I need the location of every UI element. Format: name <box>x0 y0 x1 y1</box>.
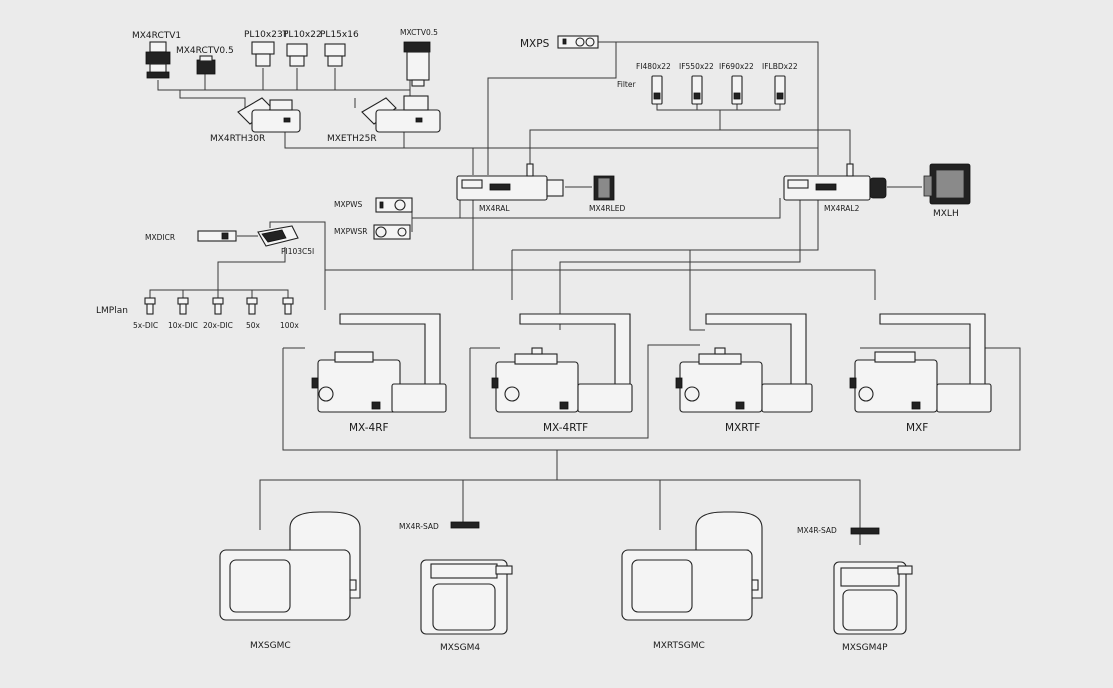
eyepiece-pl15x16 <box>324 43 346 67</box>
label-filter-3: IF690x22 <box>719 62 754 71</box>
mx4rctv1-camera-adapter <box>145 41 171 79</box>
label-filter-4: IFLBDx22 <box>762 62 798 71</box>
mxps-power-supply <box>557 35 599 49</box>
microscope-mxf <box>849 313 992 413</box>
label-mxsgm4p: MXSGM4P <box>842 643 888 653</box>
mx4rctv05-camera-adapter <box>196 55 216 75</box>
stage-mxrtsgmc <box>621 511 763 621</box>
label-mx4ral2: MX4RAL2 <box>824 204 860 213</box>
stage-mxsgm4p <box>833 527 913 635</box>
label-pl15x16: PL15x16 <box>320 30 359 40</box>
label-mxeth25r: MXETH25R <box>327 134 377 144</box>
microscope-mx-4rtf <box>491 313 633 413</box>
label-filter-2: IF550x22 <box>679 62 714 71</box>
label-mxps: MXPS <box>520 38 550 50</box>
label-mxsgm4: MXSGM4 <box>440 643 480 653</box>
label-mxrtf: MXRTF <box>725 422 760 434</box>
microscope-mx-4rf <box>311 313 447 413</box>
label-mx4rctv05: MX4RCTV0.5 <box>176 46 234 56</box>
connector-lines <box>149 41 1021 545</box>
label-mxrtsgmc: MXRTSGMC <box>653 641 705 651</box>
label-mxctv05: MXCTV0.5 <box>400 28 438 37</box>
eyepiece-pl10x22 <box>286 43 308 67</box>
label-filter: Filter <box>617 80 636 89</box>
stage-mxsgm4 <box>420 521 513 635</box>
label-mxpwsr: MXPWSR <box>334 227 368 236</box>
label-mx4ral: MX4RAL <box>479 204 510 213</box>
label-mx4rth30r: MX4RTH30R <box>210 134 265 144</box>
filter-sliders <box>651 75 786 105</box>
illuminator-mx4ral2 <box>783 163 887 201</box>
head-mx4rth30r <box>237 97 301 133</box>
illuminator-mx4ral <box>456 163 564 201</box>
label-mx-4rf: MX-4RF <box>349 422 389 434</box>
label-mxpws: MXPWS <box>334 200 363 209</box>
power-supply-mxpws <box>375 197 413 213</box>
label-objective-10x: 10x-DIC <box>168 321 198 330</box>
eyepiece-pl10x23t <box>251 41 275 67</box>
label-mx4rled: MX4RLED <box>589 204 626 213</box>
label-objective-20x: 20x-DIC <box>203 321 233 330</box>
lamphouse-mxlh <box>923 163 971 205</box>
label-mxf: MXF <box>906 422 928 434</box>
objective-lenses <box>144 297 294 315</box>
power-supply-mxpwsr <box>373 224 411 240</box>
dic-slider-mxdicr <box>197 230 237 242</box>
label-mxdicr: MXDICR <box>145 233 175 242</box>
nosepiece-pi103c5i <box>257 225 299 247</box>
stage-mxsgmc <box>219 511 361 621</box>
label-mx-4rtf: MX-4RTF <box>543 422 588 434</box>
label-mxlh: MXLH <box>933 209 959 219</box>
label-objective-100x: 100x <box>280 321 299 330</box>
label-mx4r-sad-b: MX4R-SAD <box>797 526 837 535</box>
head-mxeth25r <box>361 95 441 133</box>
label-filter-1: FI480x22 <box>636 62 671 71</box>
mxctv05-camera-adapter <box>403 41 431 87</box>
led-mx4rled <box>593 175 615 201</box>
label-pl10x22: PL10x22 <box>283 30 322 40</box>
microscope-mxrtf <box>675 313 813 413</box>
label-mxsgmc: MXSGMC <box>250 641 291 651</box>
label-mx4rctv1: MX4RCTV1 <box>132 31 181 41</box>
label-objective-50x: 50x <box>246 321 261 330</box>
label-mx4r-sad-a: MX4R-SAD <box>399 522 439 531</box>
label-pi103c5i: PI103C5I <box>281 247 314 256</box>
label-pl10x23t: PL10x23T <box>244 30 289 40</box>
label-objective-5x: 5x-DIC <box>133 321 158 330</box>
label-lmplan: LMPlan <box>96 306 128 316</box>
